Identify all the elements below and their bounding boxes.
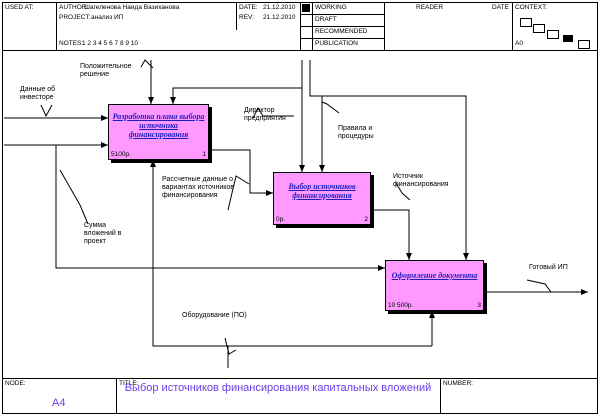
activity-box-1-number: 1 (202, 151, 206, 158)
activity-box-3-number: 3 (477, 302, 481, 309)
header-bottom-line (2, 50, 598, 51)
activity-box-1-title: Разработка плана выбора источника финанс… (112, 112, 205, 139)
label-squiggle (59, 169, 89, 225)
context-thumb-box (520, 18, 532, 27)
footer-top-line (2, 378, 598, 379)
label-squiggle (224, 337, 237, 355)
activity-box-3[interactable]: Оформление документа 10 500р. 3 (385, 260, 484, 311)
activity-box-3-cost: 10 500р. (388, 302, 414, 309)
activity-box-3-title: Оформление документа (391, 271, 478, 280)
control-arrow (170, 60, 303, 104)
status-draft: DRAFT (315, 16, 337, 23)
label-squiggle (140, 59, 154, 69)
status-row-line (300, 38, 384, 39)
notes-label: NOTES: (59, 40, 84, 47)
label-squiggle (321, 101, 340, 114)
label-squiggle (227, 175, 250, 211)
label-funding-source: Источник финансирования (393, 173, 449, 188)
label-squiggle (526, 279, 552, 293)
project-label: PROJECT: (59, 14, 91, 21)
date-label: DATE: (239, 4, 258, 11)
mechanism-arrow-equipment (150, 160, 432, 347)
activity-box-2-cost: 0р. (276, 216, 286, 223)
author-label: AUTHOR: (59, 4, 89, 11)
title-label: TITLE: (119, 380, 139, 387)
diagram-title: Выбор источников финансирования капиталь… (124, 382, 432, 394)
footer-divider (116, 378, 117, 414)
label-squiggle (252, 106, 294, 119)
label-director: Директор предприятия (244, 107, 286, 122)
status-recommended: RECOMMENDED (315, 28, 368, 35)
header-divider (512, 2, 513, 50)
status-row-line (300, 14, 384, 15)
status-working: WORKING (315, 4, 347, 11)
input-arrow-investment-sum (55, 145, 385, 271)
control-arrow (310, 95, 325, 172)
activity-box-1[interactable]: Разработка плана выбора источника финанс… (108, 104, 209, 160)
activity-box-2-title: Выбор источников финансирования (288, 182, 356, 200)
context-thumb-box (547, 30, 559, 39)
label-positive-decision: Положительное решение (80, 63, 132, 78)
label-investor-data: Данные об инвесторе (20, 86, 56, 101)
rev-value: 21.12.2010 (263, 14, 296, 21)
header-divider (236, 2, 237, 30)
node-label: NODE: (5, 380, 26, 387)
context-thumb-box (578, 40, 590, 49)
context-thumb-current (563, 35, 573, 42)
header-divider (384, 2, 385, 50)
date-value: 21.12.2010 (263, 4, 296, 11)
label-equipment: Оборудование (ПО) (182, 312, 247, 319)
author-value: Шагеленова Наида Вазиханова (84, 4, 180, 11)
node-value: A4 (52, 397, 66, 409)
header-divider (56, 2, 57, 50)
context-node: A0 (515, 40, 523, 47)
activity-box-2[interactable]: Выбор источников финансирования 0р. 2 (273, 172, 371, 225)
label-squiggle (395, 182, 411, 201)
label-calculated-data: Рассчетные данные о вариантах источников… (162, 176, 235, 199)
context-label: CONTEXT: (515, 4, 548, 11)
used-at-label: USED AT: (5, 4, 34, 11)
label-rules: Правила и процедуры (338, 125, 374, 140)
label-squiggle (40, 104, 53, 118)
working-status-mark (302, 4, 310, 12)
reader-label: READER (416, 4, 444, 11)
label-ready-ip: Готовый ИП (529, 264, 568, 271)
output-arrow-calculated-data (209, 149, 273, 196)
project-value: анализ ИП (91, 14, 124, 21)
label-investment-sum: Сумма вложений в проект (84, 222, 122, 245)
reader-date-label: DATE (492, 4, 509, 11)
output-arrow-funding-source (371, 209, 412, 260)
control-arrow-rules (309, 60, 469, 260)
activity-box-1-cost: 5100р. (111, 151, 131, 158)
footer-divider (440, 378, 441, 414)
rev-label: REV: (239, 14, 254, 21)
context-thumb-box (533, 24, 545, 33)
activity-box-2-number: 2 (364, 216, 368, 223)
number-label: NUMBER: (443, 380, 473, 387)
status-publication: PUBLICATION (315, 40, 358, 47)
status-row-line (300, 26, 384, 27)
notes-value: 1 2 3 4 5 6 7 8 9 10 (82, 40, 139, 47)
